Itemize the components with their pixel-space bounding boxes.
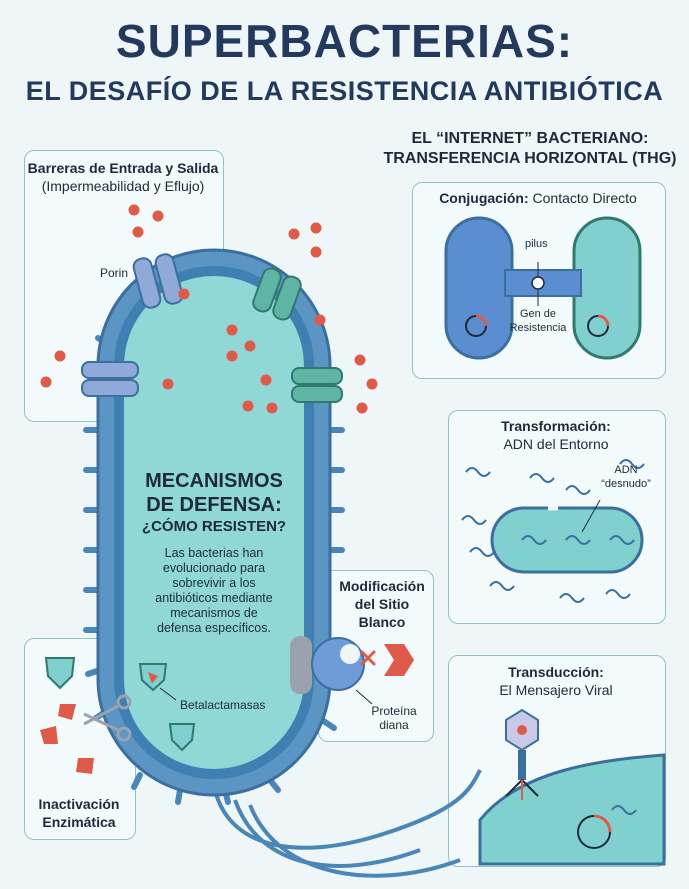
dna-label-line2: “desnudo” [601, 478, 651, 490]
target-mod-line1: Modificación [339, 578, 425, 594]
barriers-subtitle: (Impermeabilidad y Eflujo) [41, 178, 205, 194]
protein-label-line2: diana [379, 718, 409, 732]
flagella [213, 769, 482, 878]
target-protein-icon [290, 636, 365, 694]
blocked-x-icon [360, 650, 376, 666]
conjugation-desc: Contacto Directo [532, 190, 637, 206]
antibiotic-fragments [40, 672, 158, 774]
gene-label-line2: Resistencia [509, 322, 567, 334]
mechanisms-heading-3: ¿CÓMO RESISTEN? [141, 518, 287, 535]
transduction-desc: El Mensajero Viral [499, 682, 613, 698]
bacteriophage-icon [505, 708, 539, 800]
mechanisms-body-1: Las bacterias han [164, 546, 264, 560]
page-subtitle: EL DESAFÍO DE LA RESISTENCIA ANTIBIÓTICA [25, 76, 664, 106]
transformation-title: Transformación: [501, 418, 611, 434]
transduction-illustration [478, 708, 666, 866]
dna-fragments [461, 459, 645, 603]
mechanisms-heading-2: DE DEFENSA: [146, 494, 282, 516]
antibiotic-arrow-icon [384, 644, 414, 676]
protein-label-line1: Proteína [371, 704, 417, 718]
target-mod-line3: Blanco [358, 614, 406, 630]
mechanisms-body-6: defensa específicos. [157, 621, 271, 635]
mechanisms-body-5: mecanismos de [170, 606, 258, 620]
conjugation-title: Conjugación: [439, 190, 529, 206]
barriers-title: Barreras de Entrada y Salida [27, 160, 219, 176]
antibiotic-molecules [40, 204, 378, 414]
target-mod-line2: del Sitio [354, 596, 410, 612]
enzyme-label: Betalactamasas [180, 698, 266, 712]
transformation-desc: ADN del Entorno [503, 436, 609, 452]
efflux-pump-icon [252, 267, 302, 321]
efflux-pump-right-icon [291, 367, 343, 403]
transduction-title: Transducción: [508, 664, 604, 680]
gene-label-line1: Gen de [519, 308, 557, 320]
porin-label: Porin [100, 266, 129, 280]
enzymatic-title-line1: Inactivación [38, 796, 120, 812]
thg-title-line2: TRANSFERENCIA HORIZONTAL (THG) [383, 150, 677, 167]
membrane-channel-left-icon [81, 361, 139, 397]
bacterium-cytoplasm [124, 276, 304, 769]
enzymatic-title-line2: Enzimática [42, 814, 116, 830]
pilus-label: pilus [525, 238, 548, 250]
porin-icon [132, 253, 184, 309]
scissors-icon [83, 694, 132, 742]
page-title: SUPERBACTERIAS: [115, 15, 574, 67]
thg-title-line1: EL “INTERNET” BACTERIANO: [411, 130, 649, 147]
dna-label-line1: ADN [614, 464, 638, 476]
mechanisms-body-2: evolucionado para [162, 561, 266, 575]
mechanisms-heading-1: MECANISMOS [145, 470, 283, 492]
transformation-illustration [461, 459, 645, 603]
conjugation-heading: Conjugación: Contacto Directo [412, 190, 664, 206]
mechanisms-body-3: sobrevivir a los [172, 576, 256, 590]
mechanisms-body-4: antibióticos mediante [155, 591, 273, 605]
conjugation-illustration [444, 216, 642, 360]
